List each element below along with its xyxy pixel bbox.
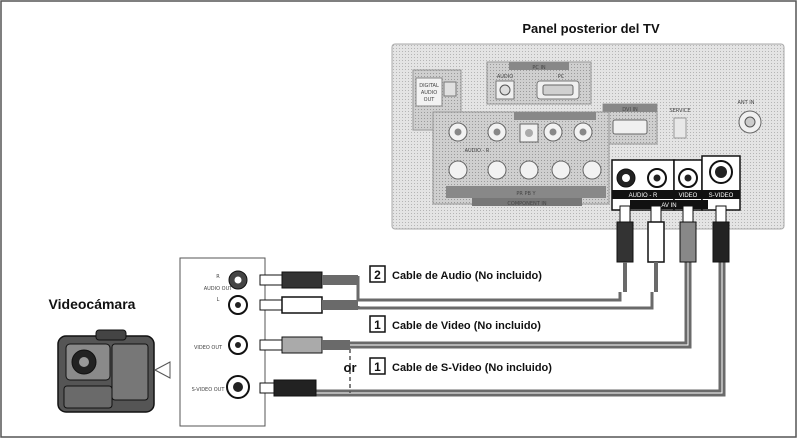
svg-text:AUDIO: AUDIO [421,90,437,96]
audio-lr-label: AUDIO - R [465,148,490,154]
pc-in-label: PC IN [532,65,546,71]
tv-side-plugs [616,205,730,292]
component-in-label: COMPONENT IN [507,201,546,207]
svg-text:DIGITAL: DIGITAL [419,83,439,89]
tv-panel-title: Panel posterior del TV [522,21,660,36]
svg-text:OUT: OUT [424,97,436,103]
cable-svideo-label: 1 Cable de S-Video (No incluido) [369,357,552,375]
pc-label: PC [558,74,565,80]
component-pr-pb-y-label: PR PB Y [516,191,536,197]
cable-video-label: 1 Cable de Video (No incluido) [369,315,541,333]
camcorder-label: Videocámara [49,296,136,312]
cable-svideo-number: 1 [374,360,381,374]
svideo-out-label: S-VIDEO OUT [192,387,226,393]
ant-in-label: ANT IN [737,100,754,106]
cable-audio-number: 2 [374,268,381,282]
cable-svideo-text: Cable de S-Video (No incluido) [392,362,552,374]
camcorder-jack-panel: R AUDIO OUT L VIDEO OUT S-VIDEO OUT [179,257,266,427]
pc-audio-label: AUDIO [497,74,513,80]
audio-l-label: L [217,297,220,303]
av-in-label: AV IN [661,203,676,209]
camcorder-illustration [57,329,171,413]
or-label: or [344,360,357,375]
audio-r-label: R [216,274,220,280]
av-in-jacks: AUDIO - R VIDEO S-VIDEO AV IN [611,155,741,211]
cable-audio-label: 2 Cable de Audio (No incluido) [369,265,542,283]
video-out-label: VIDEO OUT [194,345,223,351]
audio-cable-route [356,276,622,302]
av-svideo-label: S-VIDEO [709,193,734,199]
av-video-label: VIDEO [679,193,698,199]
audio-out-label: AUDIO OUT [204,286,234,292]
camcorder-side-plugs [259,271,358,397]
cable-audio-text: Cable de Audio (No incluido) [392,270,542,282]
cable-video-number: 1 [374,318,381,332]
dvi-in-label: DVI IN [622,107,638,113]
tv-back-panel: DIGITAL AUDIO OUT PC IN AUDIO PC DVI IN … [391,43,785,230]
cable-video-text: Cable de Video (No incluido) [392,320,541,332]
av-audio-label: AUDIO - R [629,193,658,199]
service-label: SERVICE [669,108,690,114]
